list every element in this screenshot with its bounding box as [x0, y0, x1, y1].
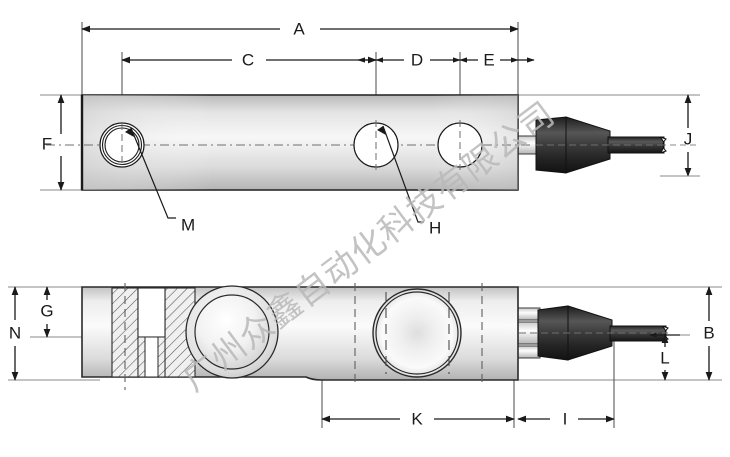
dimension-C: C	[121, 50, 377, 69]
dimension-label-L: L	[660, 348, 669, 367]
top-connector-assembly	[517, 116, 667, 174]
dimension-N: N	[9, 286, 21, 381]
dimension-F: F	[42, 94, 65, 191]
side-construction-lines	[354, 283, 483, 386]
dimension-L: L	[649, 332, 680, 381]
dimension-label-C: C	[242, 50, 254, 69]
leader-H: H	[377, 125, 441, 237]
side-recess-1	[185, 285, 279, 379]
dimension-label-J: J	[684, 129, 693, 148]
dimension-D: D	[357, 50, 461, 69]
dimension-label-N: N	[9, 323, 21, 342]
leader-M: M	[125, 127, 195, 234]
dimension-label-I: I	[563, 409, 568, 428]
dimension-label-F: F	[42, 134, 52, 153]
mounting-hole-2	[437, 120, 483, 170]
dimension-A: A	[81, 19, 519, 38]
counterbore-section	[111, 283, 196, 390]
dimension-label-E: E	[483, 50, 494, 69]
dimension-K: K	[321, 409, 515, 428]
mounting-hole-1	[353, 120, 399, 170]
side-view: N G B L K I	[8, 283, 722, 428]
dimension-G: G	[40, 286, 54, 338]
dimension-label-H: H	[429, 218, 441, 237]
dimension-label-B: B	[703, 323, 714, 342]
dimension-label-M: M	[181, 215, 195, 234]
dimension-J: J	[660, 94, 700, 177]
top-extension-lines	[40, 22, 700, 191]
dimension-B: B	[703, 286, 715, 381]
top-view: A C D E F	[40, 19, 700, 237]
dimension-I: I	[517, 409, 615, 428]
side-connector-assembly	[508, 305, 670, 361]
dimension-label-G: G	[40, 301, 53, 320]
dimension-E: E	[459, 50, 535, 69]
dimension-label-A: A	[293, 19, 305, 38]
side-recess-2	[372, 288, 462, 378]
dimension-label-K: K	[411, 409, 423, 428]
dimension-label-D: D	[411, 50, 423, 69]
